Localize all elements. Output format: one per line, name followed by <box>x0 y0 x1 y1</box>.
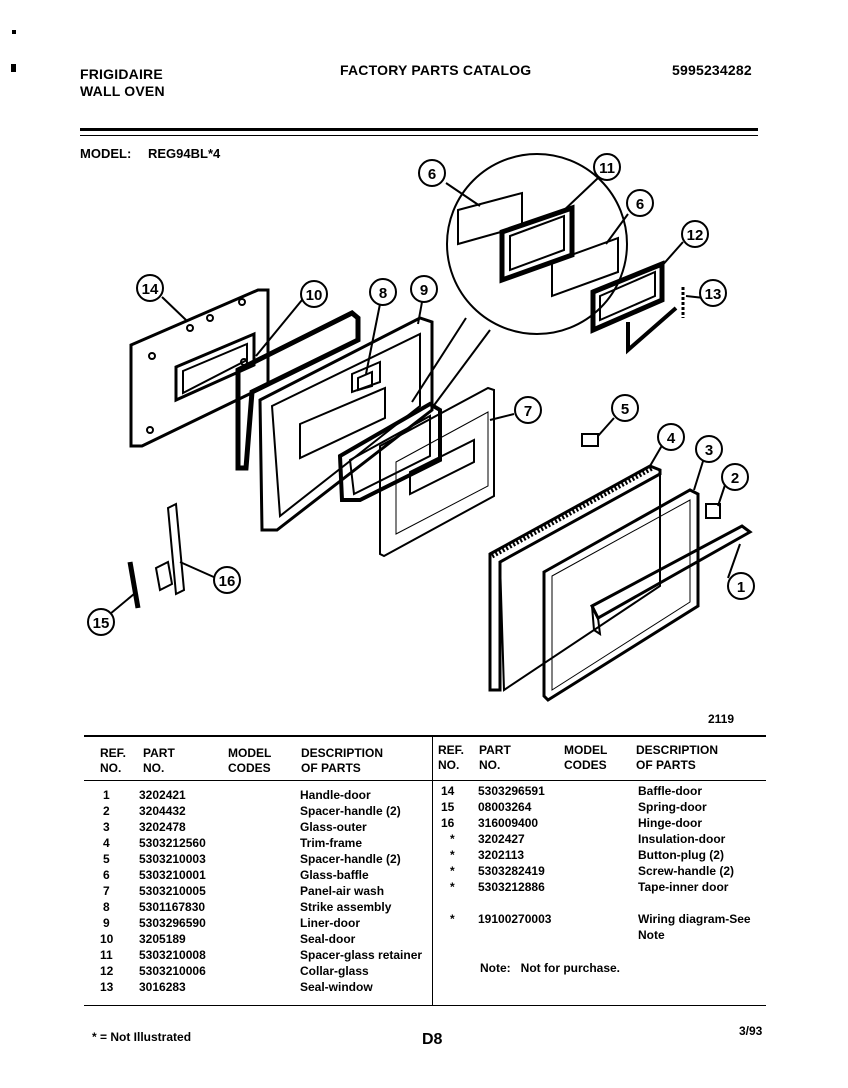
catalog-date: 3/93 <box>739 1024 763 1038</box>
brand-line-2: WALL OVEN <box>80 83 165 99</box>
callout-11: 11 <box>599 160 615 177</box>
model-label: MODEL: <box>80 146 132 161</box>
callout-4: 4 <box>667 430 676 447</box>
callout-1: 1 <box>737 579 745 596</box>
callout-3: 3 <box>705 442 713 459</box>
callout-14: 14 <box>142 281 159 298</box>
table-column-divider <box>432 736 433 1006</box>
page-number: D8 <box>422 1031 443 1048</box>
callout-2: 2 <box>731 470 739 487</box>
scan-mark <box>12 30 16 34</box>
header-rule-thick <box>80 128 758 131</box>
brand-line-1: FRIGIDAIRE <box>80 66 163 82</box>
header-ref-no: REF.NO. <box>100 746 127 775</box>
callout-10: 10 <box>306 287 323 304</box>
callout-7: 7 <box>524 403 532 420</box>
callout-12: 12 <box>687 227 704 244</box>
header-rule-thin <box>80 135 758 136</box>
callout-6b: 6 <box>636 196 644 213</box>
exploded-diagram: 6 11 6 12 13 14 10 8 9 7 5 4 3 2 1 16 15 <box>87 153 755 702</box>
not-illustrated-legend: * = Not Illustrated <box>92 1030 192 1044</box>
callout-15: 15 <box>93 615 110 632</box>
header-ref-no-right: REF.NO. <box>438 743 465 772</box>
callout-8: 8 <box>379 285 387 302</box>
catalog-title: FACTORY PARTS CATALOG <box>340 62 532 78</box>
callout-5: 5 <box>621 401 629 418</box>
table-header-rule <box>84 780 766 781</box>
callout-6a: 6 <box>428 166 436 183</box>
catalog-number: 5995234282 <box>672 62 752 78</box>
table-bottom-rule <box>84 1005 766 1006</box>
scan-mark <box>11 64 16 72</box>
table-top-rule <box>84 735 766 737</box>
figure-number: 2119 <box>708 712 735 726</box>
callout-9: 9 <box>420 282 428 299</box>
callout-13: 13 <box>705 286 722 303</box>
model-value: REG94BL*4 <box>148 146 221 161</box>
callout-16: 16 <box>219 573 236 590</box>
